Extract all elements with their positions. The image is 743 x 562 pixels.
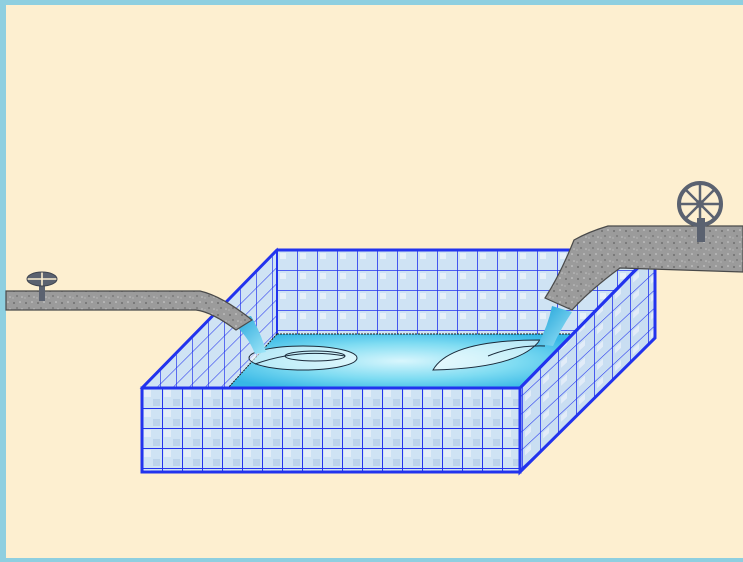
ripple-right-curve bbox=[487, 345, 546, 357]
valve-handle-icon bbox=[26, 271, 58, 287]
water-ripples bbox=[248, 339, 546, 371]
right-valve-stem bbox=[697, 218, 705, 242]
right-valve[interactable] bbox=[677, 181, 723, 242]
left-valve[interactable] bbox=[26, 271, 58, 301]
ripple-left-curve bbox=[254, 352, 346, 365]
right-inlet-pipe bbox=[544, 225, 743, 311]
ripple-right-outer bbox=[432, 339, 541, 371]
right-water-stream bbox=[538, 306, 572, 346]
left-valve-stem bbox=[39, 283, 45, 301]
left-inlet-pipe bbox=[5, 290, 254, 331]
valve-wheel-icon bbox=[677, 181, 723, 227]
pool-front-wall bbox=[140, 386, 522, 474]
